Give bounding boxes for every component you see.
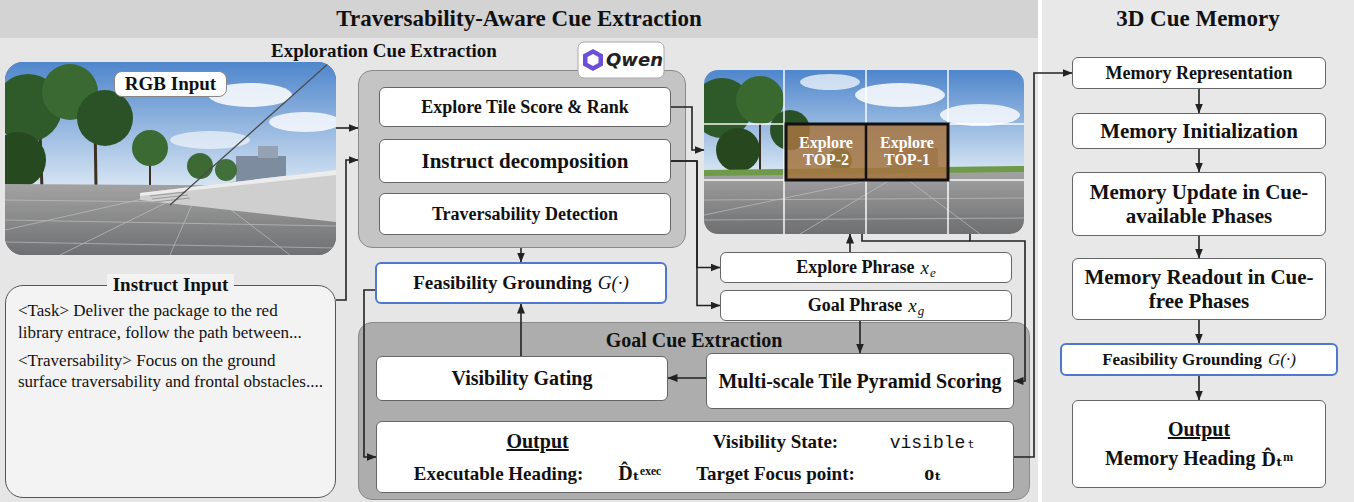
tiled-photo bbox=[704, 70, 1024, 234]
node-text: G(·) bbox=[1268, 350, 1296, 370]
node-text: Memory Representation bbox=[1105, 63, 1292, 84]
node-text: Feasibility Grounding bbox=[413, 272, 592, 294]
connector-arrow bbox=[671, 107, 704, 150]
node-text: Explore TOP-2 bbox=[786, 124, 866, 180]
phrase-box: Goal Phrasexg bbox=[720, 290, 1012, 321]
connector-arrow bbox=[671, 161, 720, 306]
process-box: Memory Initialization bbox=[1072, 113, 1326, 149]
connector-arrow bbox=[520, 248, 522, 262]
process-box: Traversability Detection bbox=[379, 193, 671, 235]
node-text: Instruct Input bbox=[107, 274, 235, 296]
connector-arrow bbox=[1198, 376, 1200, 400]
node-text: Executable Heading: bbox=[414, 463, 583, 485]
process-box: Visibility Gating bbox=[376, 356, 668, 401]
connector-arrow bbox=[364, 290, 376, 457]
node-text: Multi-scale Tile Pyramid Scoring bbox=[718, 370, 1001, 393]
node-text: x bbox=[908, 295, 916, 317]
node-text: Traversability-Aware Cue Extraction bbox=[0, 0, 1038, 32]
node-text: <Traversability> Focus on the ground sur… bbox=[18, 350, 323, 394]
node-text: oₜ bbox=[890, 461, 976, 485]
node-text: RGB Input bbox=[114, 71, 227, 97]
image-panel: Explore TOP-2Explore TOP-1 bbox=[704, 70, 1024, 234]
node-text: Instruct decomposition bbox=[421, 149, 628, 174]
connector-arrow bbox=[1198, 236, 1200, 258]
process-box: Instruct decomposition bbox=[379, 139, 671, 183]
node-text: Traversability Detection bbox=[432, 204, 618, 225]
process-box: Multi-scale Tile Pyramid Scoring bbox=[706, 353, 1014, 409]
node-text: <Task> Deliver the package to the red li… bbox=[18, 300, 323, 344]
output-box: OutputExecutable Heading: D̂ₜᵉˣᵉᶜ Visibili… bbox=[376, 421, 1014, 493]
phrase-box: Explore Phrase xe bbox=[720, 252, 1012, 283]
grounding-box: Feasibility Grounding G(·) bbox=[1060, 343, 1338, 376]
process-box: Memory Representation bbox=[1072, 57, 1326, 89]
process-box: Memory Readout in Cue-free Phases bbox=[1072, 258, 1326, 320]
output-box: OutputMemory HeadingD̂ₜᵐ bbox=[1072, 400, 1326, 488]
merge-line bbox=[862, 234, 970, 241]
connector-arrow bbox=[336, 160, 358, 300]
node-text: Goal Cue Extraction bbox=[606, 329, 783, 352]
node-text: Target Focus point: bbox=[696, 463, 855, 485]
grounding-box: Feasibility Grounding G(·) bbox=[375, 262, 667, 304]
node-text: e bbox=[930, 265, 936, 281]
node-text: 3D Cue Memory bbox=[1042, 0, 1354, 32]
node-text: visibleₜ bbox=[890, 431, 976, 453]
connector-arrow bbox=[1198, 89, 1200, 113]
connector-arrow bbox=[336, 127, 358, 129]
connector-arrow bbox=[1198, 149, 1200, 172]
node-text: Memory Heading bbox=[1105, 447, 1256, 470]
module-box: Goal Cue ExtractionVisibility Gating Mult… bbox=[358, 322, 1030, 500]
node-text: Goal Phrase bbox=[808, 295, 903, 316]
node-text: Visibility State: bbox=[696, 431, 855, 453]
node-text: Memory Update in Cue-available Phases bbox=[1081, 180, 1317, 228]
node-text: Memory Readout in Cue-free Phases bbox=[1081, 265, 1317, 313]
node-text: D̂ₜᵉˣᵉᶜ bbox=[618, 461, 661, 485]
connector-arrow bbox=[859, 321, 861, 353]
node-text: Output bbox=[1081, 418, 1317, 441]
node-text: Output bbox=[506, 430, 568, 453]
connector-arrow bbox=[1198, 320, 1200, 343]
connector-arrow bbox=[671, 161, 720, 268]
node-text: Explore TOP-1 bbox=[866, 124, 948, 180]
process-box: Memory Update in Cue-available Phases bbox=[1072, 172, 1326, 236]
node-text: Explore Tile Score & Rank bbox=[421, 97, 629, 118]
rgb-photo bbox=[5, 62, 336, 255]
node-text: Feasibility Grounding bbox=[1102, 350, 1262, 370]
node-text: G(·) bbox=[598, 272, 629, 294]
panel-region: Traversability-Aware Cue ExtractionRGB I… bbox=[0, 0, 1038, 502]
process-box: Explore Tile Score & Rank bbox=[379, 87, 671, 127]
node-text: Exploration Cue Extraction bbox=[271, 40, 497, 62]
node-text: Explore Phrase bbox=[796, 257, 914, 278]
connector-arrow bbox=[668, 377, 706, 379]
connector-arrow bbox=[849, 234, 851, 252]
logo-text: Qwen bbox=[606, 48, 663, 72]
connector-arrow bbox=[520, 304, 522, 356]
panel-region: 3D Cue MemoryMemory RepresentationMemory… bbox=[1042, 0, 1354, 502]
node-text: g bbox=[918, 303, 925, 319]
image-panel: RGB Input bbox=[5, 62, 336, 255]
connector-arrow bbox=[1014, 73, 1072, 457]
qwen-logo bbox=[578, 42, 664, 78]
node-text: Visibility Gating bbox=[452, 367, 593, 390]
node-text: x bbox=[920, 257, 928, 279]
module-box: Exploration Cue ExtractionExplore Tile S… bbox=[358, 70, 686, 248]
node-text: Memory Initialization bbox=[1100, 119, 1298, 144]
node-text: D̂ₜᵐ bbox=[1261, 447, 1293, 471]
connector-arrow bbox=[970, 234, 1025, 381]
input-box: Instruct Input<Task> Deliver the package… bbox=[5, 285, 336, 498]
